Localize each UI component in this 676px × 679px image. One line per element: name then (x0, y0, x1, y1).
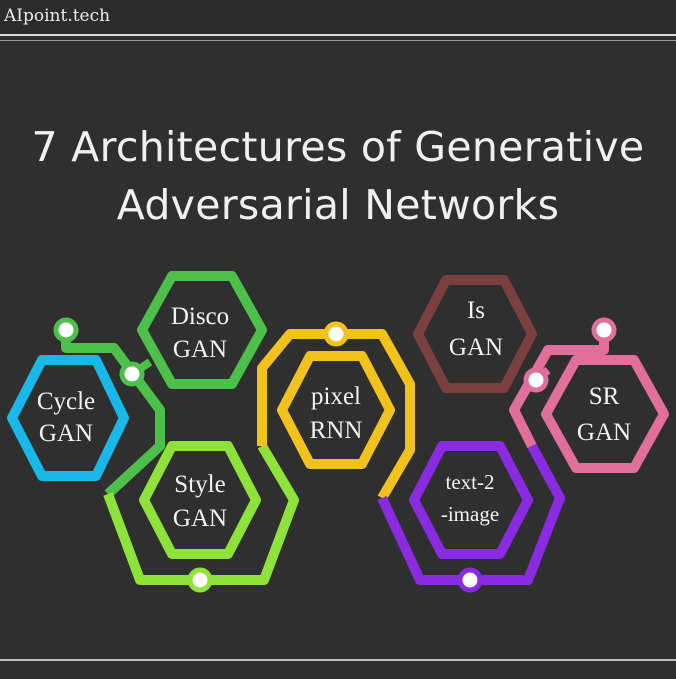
pixel-top-dot (323, 321, 349, 347)
sr-top-dot (591, 317, 617, 343)
pixel-rnn-label-2: RNN (310, 417, 363, 444)
text-2-image-bottom-dot (457, 567, 483, 593)
disco-gan-label-2: GAN (173, 336, 227, 363)
text-2-image-outer-frame (377, 443, 565, 585)
header-bar: AIpoint.tech (0, 0, 676, 36)
text-2-image-label-2: -image (441, 502, 499, 526)
disco-gan-label-1: Disco (171, 303, 229, 330)
node-is-gan: Is GAN (413, 275, 537, 393)
style-gan-outer-frame (103, 443, 299, 585)
node-cycle-gan: Cycle GAN (7, 355, 129, 481)
text-2-image-label-1: text-2 (446, 470, 495, 494)
sr-side-dot (523, 367, 549, 393)
cycle-gan-label-1: Cycle (37, 388, 95, 415)
page-title: 7 Architectures of Generative Adversaria… (0, 118, 676, 234)
header-divider (0, 34, 676, 36)
node-disco-gan: Disco GAN (137, 271, 267, 389)
cycle-top-dot (53, 317, 79, 343)
node-style-gan: Style GAN (103, 441, 299, 585)
title-line-1: 7 Architectures of Generative (31, 123, 645, 171)
footer-divider (0, 659, 676, 661)
is-gan-label-2: GAN (449, 334, 503, 361)
sr-gan-hexagon (541, 355, 669, 473)
style-gan-label-2: GAN (173, 505, 227, 532)
disco-side-dot (119, 361, 145, 387)
style-gan-hexagon (139, 441, 261, 559)
pixel-rnn-hexagon (277, 351, 395, 469)
is-gan-hexagon (413, 275, 537, 393)
style-gan-label-1: Style (174, 471, 225, 498)
sr-gan-label-1: SR (589, 383, 620, 410)
cycle-gan-hexagon (7, 355, 129, 481)
sr-gan-label-2: GAN (577, 419, 631, 446)
style-bottom-dot (187, 567, 213, 593)
pixel-rnn-outer-frame (257, 329, 415, 501)
brand-label: AIpoint.tech (4, 6, 111, 26)
node-text-2-image: text-2 -image (377, 441, 565, 585)
title-line-2: Adversarial Networks (116, 181, 560, 229)
header-divider-thin (0, 40, 676, 41)
pixel-rnn-label-1: pixel (311, 383, 361, 410)
text-2-image-hexagon (409, 441, 533, 559)
cycle-gan-label-2: GAN (39, 420, 93, 447)
sr-gan-outer-frame (509, 330, 609, 449)
is-gan-label-1: Is (467, 297, 485, 324)
node-pixel-rnn: pixel RNN (257, 329, 415, 501)
disco-gan-hexagon (137, 271, 267, 389)
